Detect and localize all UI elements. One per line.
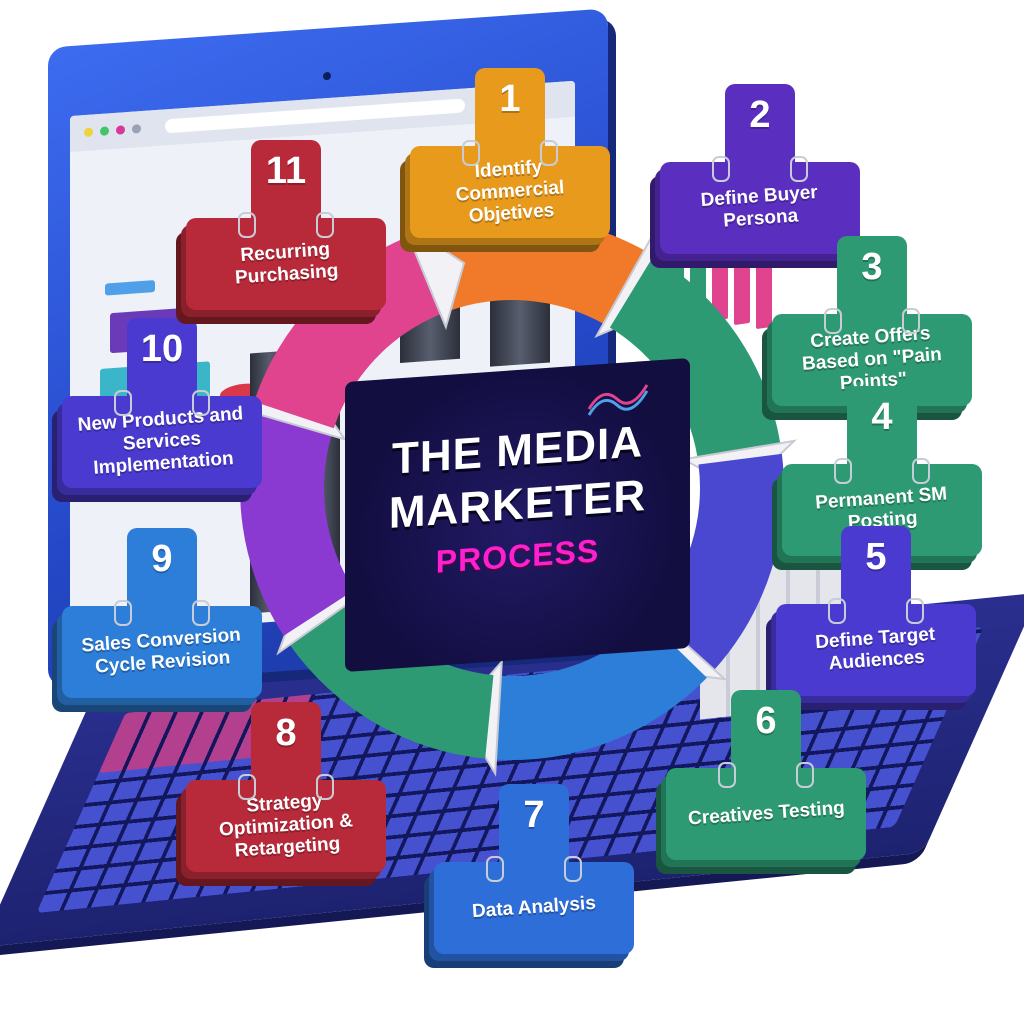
step-number-tab: 7 <box>499 784 569 874</box>
paperclip-icon <box>238 212 256 238</box>
step-number: 8 <box>275 712 297 754</box>
paperclip-icon <box>114 600 132 626</box>
paperclip-icon <box>486 856 504 882</box>
step-label: Identify Commercial Objetives <box>454 156 565 227</box>
step-card: New Products and Services Implementation <box>62 396 262 488</box>
step-label: Recurring Purchasing <box>234 238 340 289</box>
paperclip-icon <box>796 762 814 788</box>
center-title-panel: THE MEDIA MARKETER PROCESS <box>345 357 690 673</box>
step-number: 5 <box>865 536 887 578</box>
paperclip-icon <box>828 598 846 624</box>
paperclip-icon <box>238 774 256 800</box>
step-number: 4 <box>871 396 893 438</box>
step-number: 1 <box>499 78 521 120</box>
step-number-tab: 1 <box>475 68 545 158</box>
step-number-tab: 2 <box>725 84 795 174</box>
paperclip-icon <box>906 598 924 624</box>
step-number-tab: 4 <box>847 386 917 476</box>
paperclip-icon <box>114 390 132 416</box>
step-number: 6 <box>755 700 777 742</box>
paperclip-icon <box>192 390 210 416</box>
paperclip-icon <box>316 212 334 238</box>
step-number-tab: 11 <box>251 140 321 230</box>
paperclip-icon <box>824 308 842 334</box>
step-label: Strategy Optimization & Retargeting <box>218 790 354 862</box>
step-label: Sales Conversion Cycle Revision <box>80 624 242 678</box>
step-number: 9 <box>151 538 173 580</box>
step-card: Data Analysis <box>434 862 634 954</box>
step-card: Strategy Optimization & Retargeting <box>186 780 386 872</box>
step-card: Define Target Audiences <box>776 604 976 696</box>
step-number-tab: 10 <box>127 318 197 408</box>
cycle-segment <box>289 596 494 759</box>
step-number: 10 <box>140 328 184 370</box>
step-number-tab: 9 <box>127 528 197 618</box>
paperclip-icon <box>462 140 480 166</box>
step-card: Identify Commercial Objetives <box>410 146 610 238</box>
paperclip-icon <box>712 156 730 182</box>
paperclip-icon <box>790 156 808 182</box>
paperclip-icon <box>540 140 558 166</box>
step-label: Define Buyer Persona <box>699 181 819 232</box>
cycle-segment <box>609 255 781 458</box>
paperclip-icon <box>902 308 920 334</box>
step-card: Creatives Testing <box>666 768 866 860</box>
step-label: Define Target Audiences <box>814 623 936 675</box>
step-number-tab: 5 <box>841 526 911 616</box>
paperclip-icon <box>912 458 930 484</box>
step-label: New Products and Services Implementation <box>77 403 244 479</box>
paperclip-icon <box>834 458 852 484</box>
paperclip-icon <box>718 762 736 788</box>
step-number: 11 <box>265 150 307 192</box>
step-card: Recurring Purchasing <box>186 218 386 310</box>
step-card: Sales Conversion Cycle Revision <box>62 606 262 698</box>
step-number-tab: 8 <box>251 702 321 792</box>
step-number-tab: 3 <box>837 236 907 326</box>
paperclip-icon <box>316 774 334 800</box>
step-label: Data Analysis <box>471 892 597 923</box>
step-number: 2 <box>749 94 771 136</box>
cycle-segment <box>240 411 355 636</box>
cycle-segment <box>496 619 707 760</box>
paperclip-icon <box>564 856 582 882</box>
step-label: Creatives Testing <box>686 797 845 830</box>
step-card: Define Buyer Persona <box>660 162 860 254</box>
step-number-tab: 6 <box>731 690 801 780</box>
squiggle-icon <box>587 384 649 416</box>
cycle-segment <box>254 236 441 429</box>
paperclip-icon <box>192 600 210 626</box>
step-number: 7 <box>523 794 545 836</box>
step-number: 3 <box>861 246 883 288</box>
